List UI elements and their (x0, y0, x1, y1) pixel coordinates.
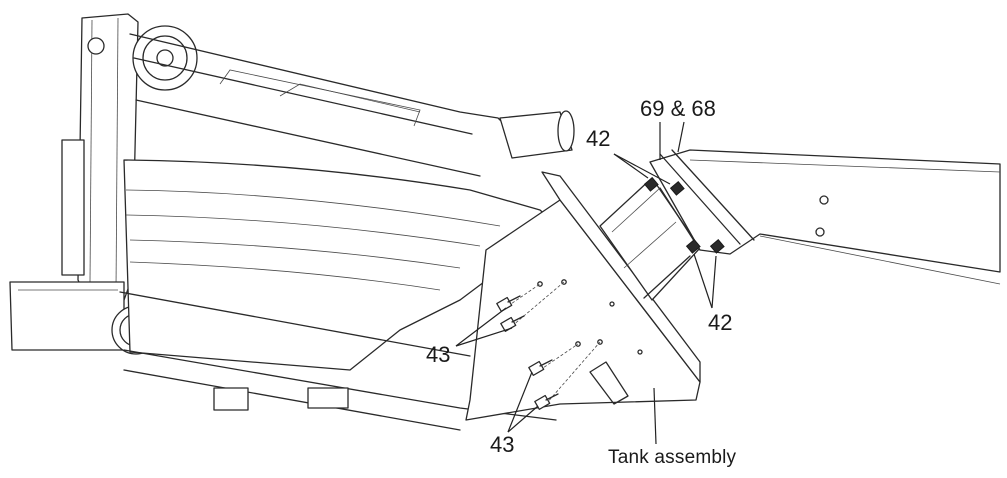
callout-43-middle: 43 (426, 342, 451, 367)
callout-43-bottom: 43 (490, 432, 515, 457)
main-frame (9, 13, 701, 431)
bolts-43 (496, 281, 601, 410)
connector-tubes (599, 177, 701, 301)
callout-42-upper: 42 (586, 126, 611, 151)
leader-lines (455, 121, 717, 445)
rail-arm (649, 149, 1001, 285)
screws-42 (643, 177, 725, 254)
callout-69-68: 69 & 68 (640, 96, 716, 121)
callout-42-right: 42 (708, 310, 733, 335)
tank-assembly-label: Tank assembly (608, 447, 737, 468)
